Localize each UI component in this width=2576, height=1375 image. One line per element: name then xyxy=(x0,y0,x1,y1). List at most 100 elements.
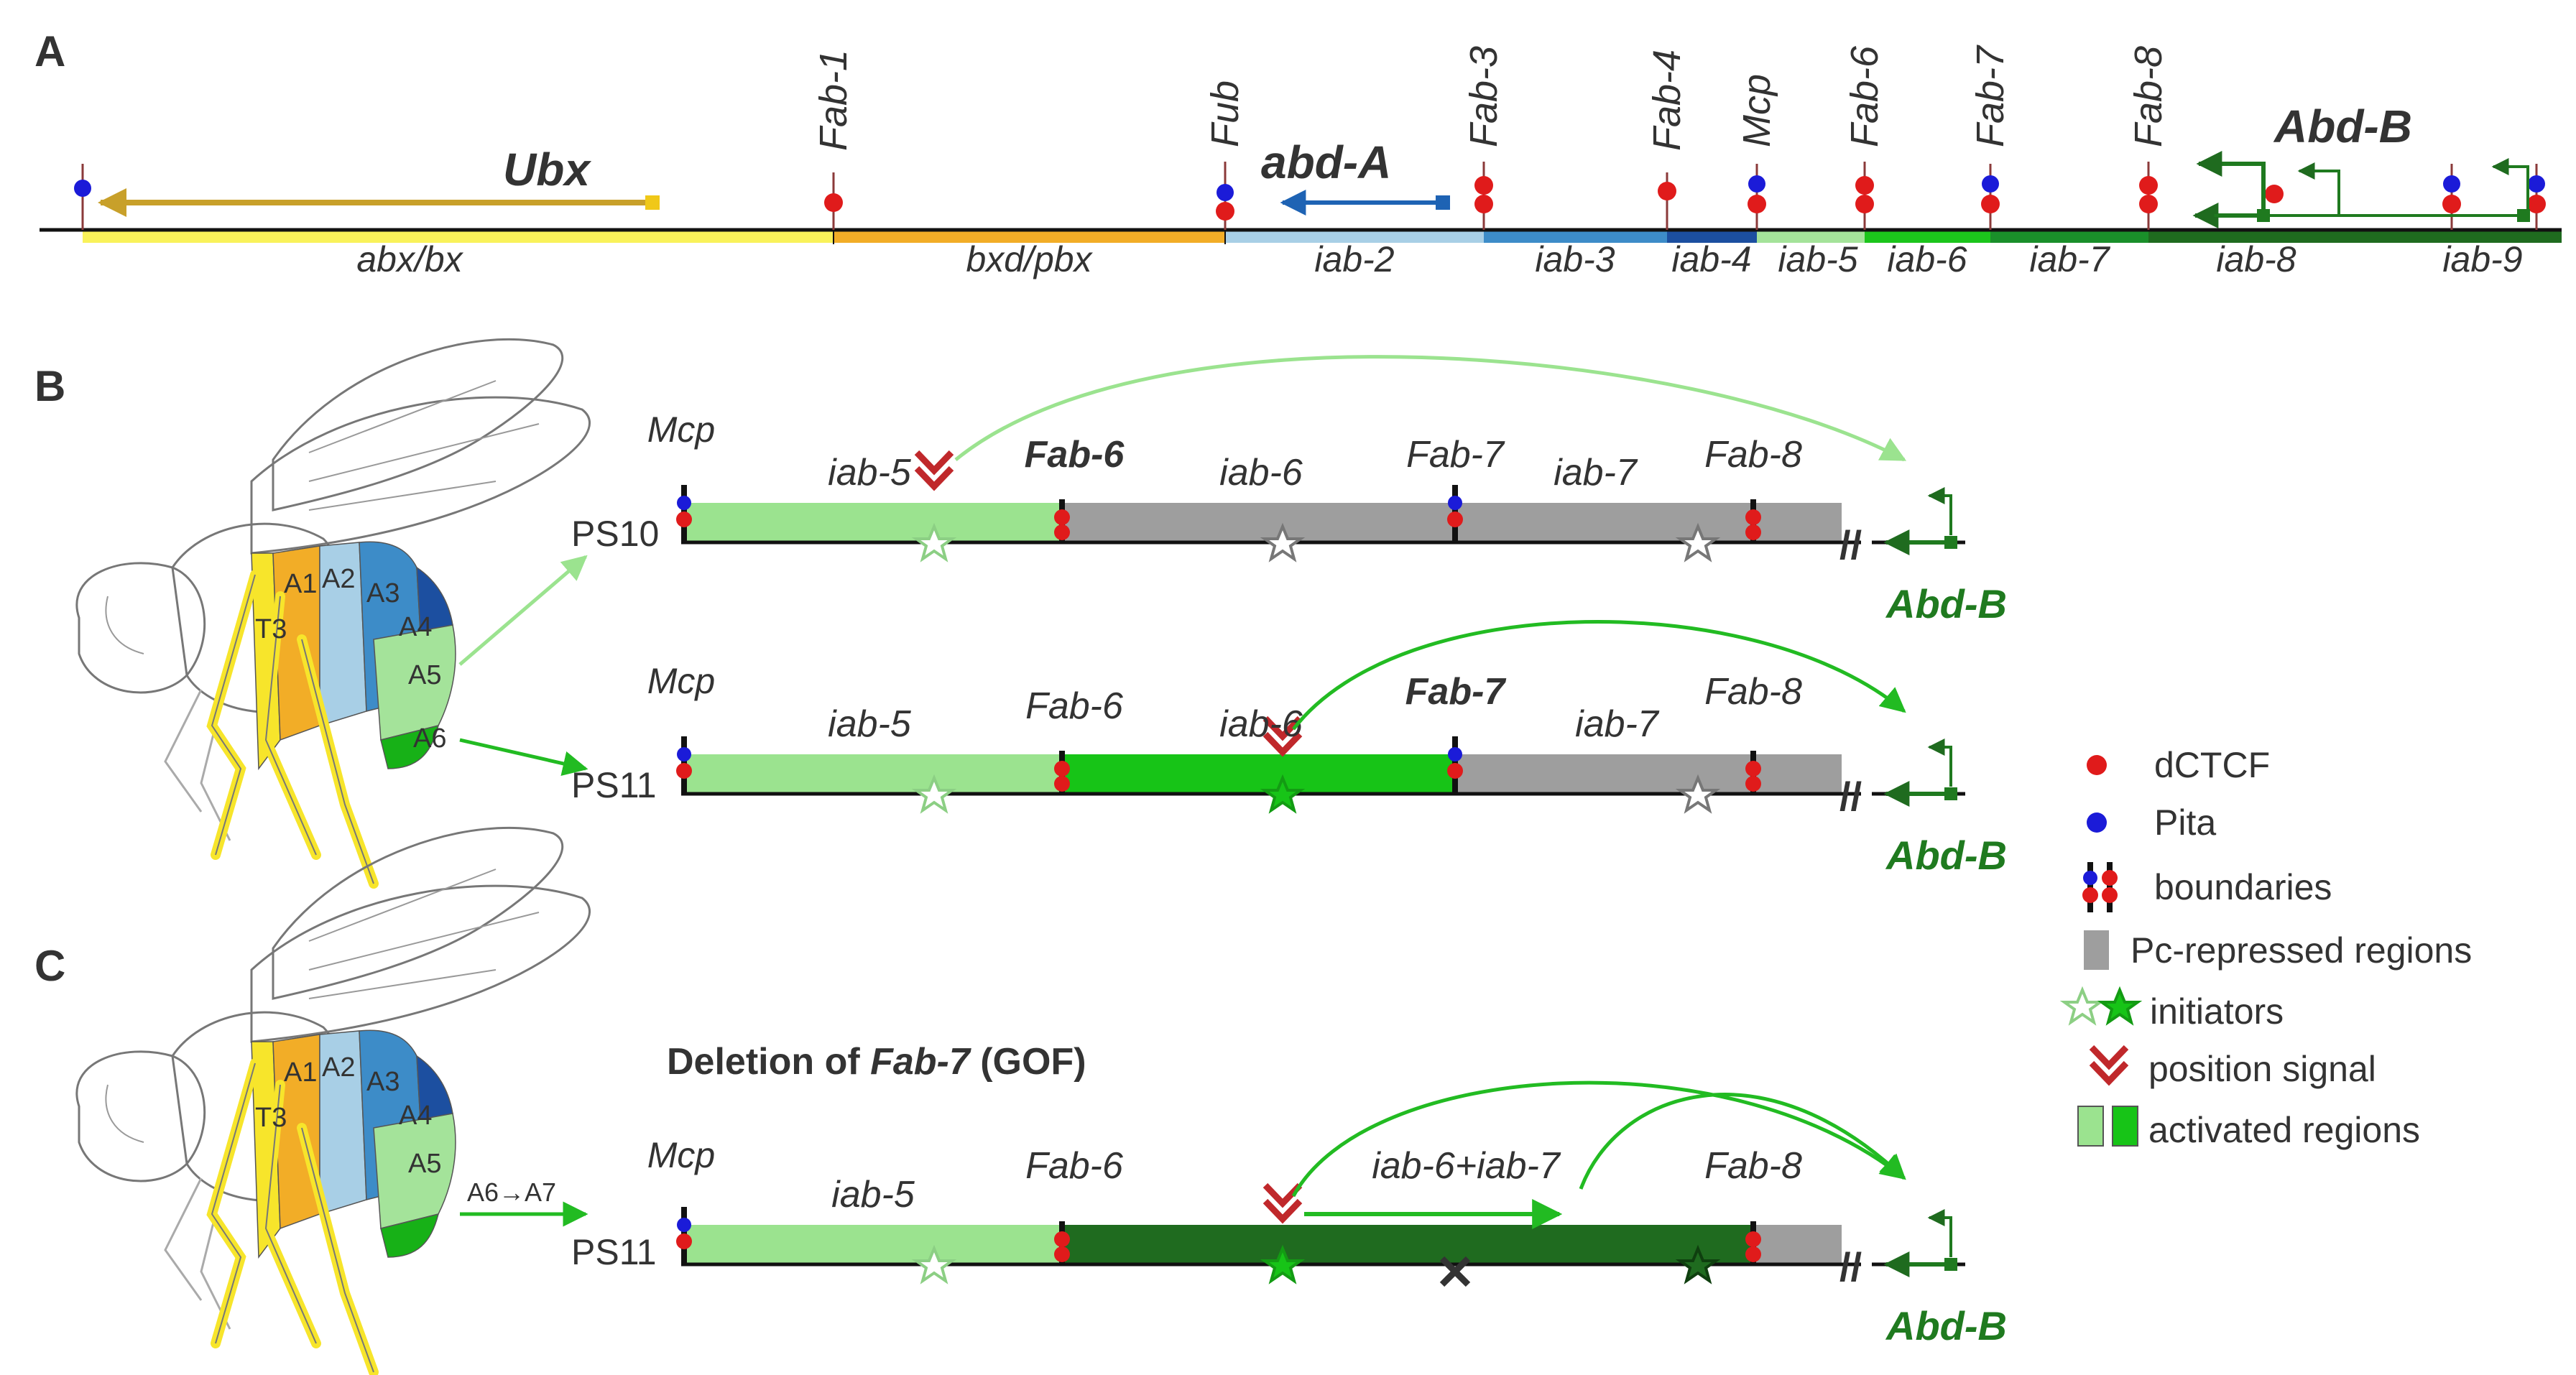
region-label: iab-7 xyxy=(2029,239,2110,279)
boundary-label: Fab-7 xyxy=(1405,671,1507,713)
fly-segment-labels-c: T3 A1 A2 A3 A4 A5 xyxy=(255,1052,441,1179)
svg-text://: // xyxy=(1839,522,1862,568)
boundary-label: Mcp xyxy=(647,661,715,701)
panel-a-track xyxy=(40,228,2562,244)
activated-legend-swatch-dark xyxy=(2112,1106,2138,1147)
fly-segment-labels-b: T3 A1 A2 A3 A4 A5 A6 xyxy=(255,564,446,754)
activation-arc xyxy=(1579,1093,1906,1190)
boundary-legend-icon xyxy=(2082,862,2118,912)
position-signal-legend-icon xyxy=(2092,1047,2126,1081)
position-signal xyxy=(917,453,951,486)
boundary-label: Fab-6 xyxy=(1025,434,1125,476)
gene-label: Abd-B xyxy=(1885,581,2007,626)
pita-site xyxy=(1217,184,1234,201)
segment-label: A4 xyxy=(399,1101,432,1131)
legend-label: dCTCF xyxy=(2154,745,2270,785)
gene-label: Abd-B xyxy=(1885,833,2007,878)
region-label: iab-5 xyxy=(831,1174,915,1216)
pita-site xyxy=(2528,175,2545,193)
initiator-star xyxy=(911,1244,957,1284)
segment-label: A5 xyxy=(408,1149,441,1179)
dctcf-site xyxy=(1855,195,1874,213)
segment-label: T3 xyxy=(255,1103,287,1133)
dctcf-site xyxy=(1658,182,1676,200)
segment-label: A2 xyxy=(322,1052,355,1083)
boundary-label: Fab-3 xyxy=(1462,46,1505,147)
gene-ubx: Ubx xyxy=(98,144,660,217)
region-iab4 xyxy=(1667,230,1757,243)
region-label: iab-7 xyxy=(1575,703,1660,745)
initiator-star xyxy=(1675,522,1721,562)
gene-abd-a: abd-A xyxy=(1261,136,1450,216)
region-label: bxd/pbx xyxy=(966,239,1093,279)
fly-illustration-c xyxy=(77,828,590,1372)
initiator-legend-star xyxy=(2097,986,2143,1026)
dctcf-site xyxy=(1474,176,1493,195)
initiator-star xyxy=(1675,1244,1721,1284)
pc-legend-swatch xyxy=(2084,930,2109,970)
boundary-label: Fab-1 xyxy=(812,50,855,151)
region-label: iab-3 xyxy=(1535,239,1615,279)
boundary-label: Fab-4 xyxy=(1645,50,1689,151)
panel-a-label: A xyxy=(34,27,65,75)
a5-to-ps10-arrow xyxy=(458,555,588,666)
region-iab8-9 xyxy=(2148,230,2562,243)
dctcf-site xyxy=(1474,195,1493,213)
boundary-label: Fab-8 xyxy=(1704,671,1802,713)
pita-site xyxy=(74,180,91,197)
segment-label: A1 xyxy=(284,569,317,599)
panel-a-pins xyxy=(74,162,2546,230)
deleted-fab7-mark xyxy=(1439,1256,1471,1287)
abd-b-promoter xyxy=(1886,747,1957,800)
segment-label: A5 xyxy=(408,660,441,690)
dctcf-site xyxy=(2527,195,2546,213)
dctcf-site xyxy=(1855,176,1874,195)
region-iab3 xyxy=(1484,230,1667,243)
panel-c-label: C xyxy=(34,942,65,990)
initiator-legend-star xyxy=(2059,986,2105,1026)
region-labels: abx/bx bxd/pbx iab-2 iab-3 iab-4 iab-5 i… xyxy=(356,239,2522,279)
pita-legend-dot xyxy=(2087,812,2107,833)
initiator-star xyxy=(1260,1244,1306,1284)
region-label: iab-6 xyxy=(1219,452,1303,494)
initiator-star xyxy=(911,522,957,562)
region-label: iab-4 xyxy=(1671,239,1751,279)
region-abx-bx xyxy=(83,230,834,243)
abd-b-promoter xyxy=(1886,1218,1957,1271)
region-label: iab-2 xyxy=(1314,239,1394,279)
ps-label: PS11 xyxy=(571,765,657,805)
boundary-label: Mcp xyxy=(647,1135,715,1175)
region-label: iab-5 xyxy=(828,703,912,745)
initiator-star xyxy=(1260,522,1306,562)
a6-to-ps11-arrow xyxy=(459,738,588,777)
dctcf-site xyxy=(2265,185,2284,203)
region-bxd-pbx xyxy=(834,230,1225,243)
gene-abd-b: Abd-B xyxy=(2192,101,2530,228)
boundary-labels-a: Fab-1 Fub Fab-3 Fab-4 Mcp Fab-6 Fab-7 Fa… xyxy=(812,45,2170,151)
dctcf-site xyxy=(2139,195,2158,213)
segment-label: A4 xyxy=(399,612,432,642)
region-iab2 xyxy=(1225,230,1484,243)
dctcf-site xyxy=(824,193,843,212)
region-label: iab-6 xyxy=(1219,703,1303,745)
pita-site xyxy=(2443,175,2460,193)
legend-label: initiators xyxy=(2150,991,2284,1032)
boundary-label: Fub xyxy=(1204,80,1247,147)
segment-label: A2 xyxy=(322,564,355,594)
initiator-star xyxy=(1260,774,1306,814)
boundary-label: Fab-8 xyxy=(1704,434,1802,476)
segment-label: A1 xyxy=(284,1057,317,1088)
gene-label: Abd-B xyxy=(1885,1303,2007,1348)
segment-label: T3 xyxy=(255,614,287,644)
boundary-label: Mcp xyxy=(1735,74,1778,147)
row-ps10: PS10 // Mcp iab-5 Fab-6 iab-6 Fab-7 iab-… xyxy=(571,355,2007,626)
legend: dCTCF Pita boundaries Pc-repressed regio… xyxy=(2059,745,2472,1150)
boundary-label: Fab-8 xyxy=(1704,1145,1802,1187)
svg-text:Abd-B: Abd-B xyxy=(2273,101,2412,152)
legend-label: Pita xyxy=(2154,802,2216,843)
segment-label: A3 xyxy=(366,578,400,608)
legend-label: Pc-repressed regions xyxy=(2130,930,2472,971)
region-iab5 xyxy=(1757,230,1865,243)
boundary-label: Fab-6 xyxy=(1025,1145,1123,1187)
activation-arc xyxy=(1291,1080,1906,1198)
